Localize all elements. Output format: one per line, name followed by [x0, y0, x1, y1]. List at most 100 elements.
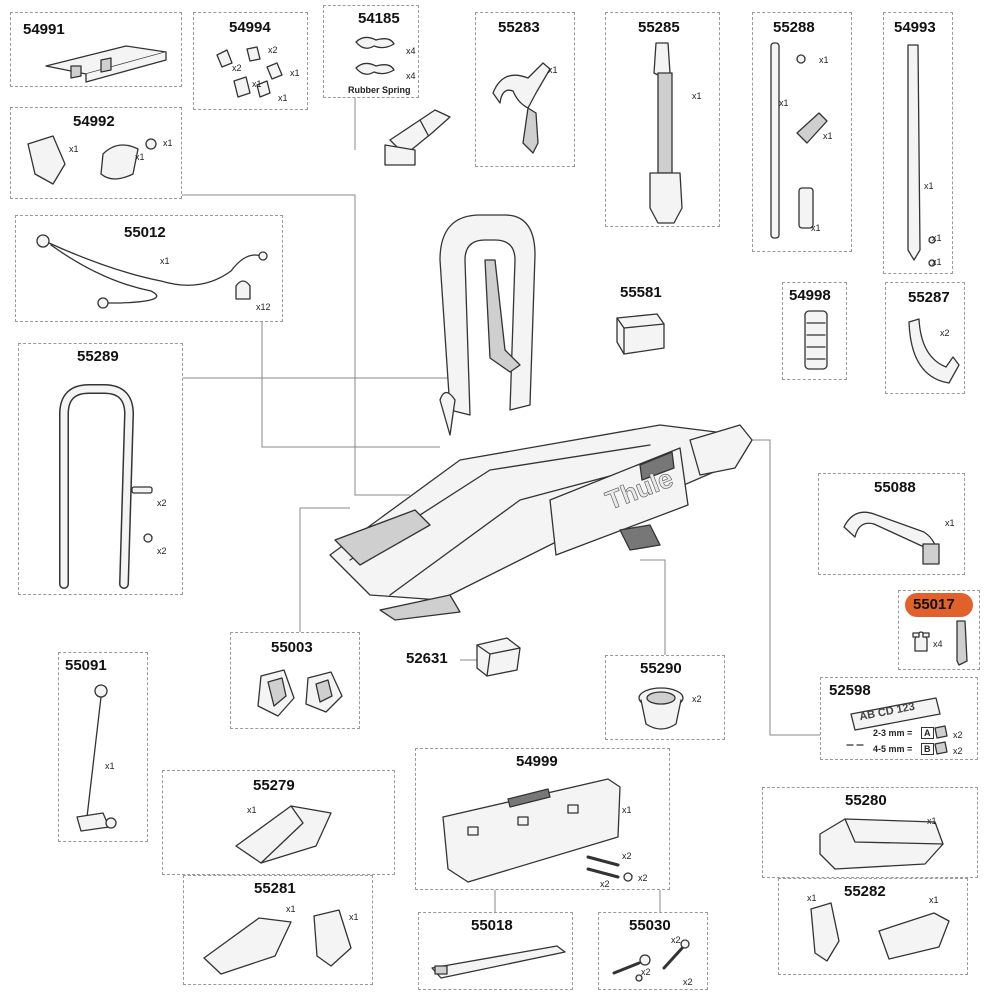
spacer-icon	[934, 725, 948, 755]
qty-label: x2	[953, 746, 963, 756]
screw-set-icon	[612, 939, 690, 982]
part-box-54185: 54185 x4 x4 Rubber Spring	[323, 5, 419, 98]
frame-bar-icon	[59, 384, 153, 589]
qty-label: x1	[807, 893, 817, 903]
part-box-55279: 55279 x1	[162, 770, 395, 875]
qty-label: x1	[932, 257, 942, 267]
part-box-52598: 52598 AB CD 123 2-3 mm = A 4-5 mm = B x2…	[820, 677, 978, 760]
part-box-55285: 55285 x1	[605, 12, 720, 227]
part-number: 54999	[516, 753, 558, 770]
part-number: 55285	[638, 19, 680, 36]
spacer-spec-a: 2-3 mm =	[873, 728, 913, 738]
part-number: 54185	[358, 10, 400, 27]
part-number: 55017	[913, 596, 955, 613]
qty-label: x2	[638, 873, 648, 883]
qty-label: x1	[163, 138, 173, 148]
qty-label: x1	[932, 233, 942, 243]
part-box-55288: 55288 x1 x1 x1 x1	[752, 12, 852, 252]
buckle-set-icon	[27, 135, 157, 185]
lamp-lens-icon	[203, 909, 352, 975]
lamp-housing-icon	[819, 818, 944, 870]
lamp-glass-icon	[810, 902, 950, 962]
qty-label: x1	[286, 904, 296, 914]
qty-label: x1	[622, 805, 632, 815]
qty-label: x1	[924, 181, 934, 191]
qty-label: x4	[933, 639, 943, 649]
bracket-clip-icon	[476, 637, 521, 677]
qty-label: x2	[157, 546, 167, 556]
qty-label: x1	[811, 223, 821, 233]
part-number: 55290	[640, 660, 682, 677]
bike-carrier-assembly-icon: Thule	[329, 214, 753, 621]
license-plate-icon	[850, 697, 941, 731]
part-number: 55003	[271, 639, 313, 656]
round-cap-icon	[638, 687, 684, 730]
qty-label: x1	[160, 256, 170, 266]
cap-set-icon	[257, 669, 343, 717]
part-box-55289: 55289 x2 x2	[18, 343, 183, 595]
qty-label: x2	[641, 967, 651, 977]
foot-pedal-icon	[384, 109, 451, 166]
part-number: 54991	[23, 21, 65, 38]
qty-label: x2	[940, 328, 950, 338]
qty-label: x4	[406, 46, 416, 56]
qty-label: x1	[135, 152, 145, 162]
part-box-55088: 55088 x1	[818, 473, 965, 575]
part-number-52631: 52631	[406, 650, 448, 667]
part-number: 54994	[229, 19, 271, 36]
part-number: 55283	[498, 19, 540, 36]
base-tray-icon	[45, 45, 167, 83]
part-box-55280: 55280 x1	[762, 787, 978, 878]
part-number: 52598	[829, 682, 871, 699]
part-number-55581: 55581	[620, 284, 662, 301]
part-box-55012: 55012 x1 x12	[15, 215, 283, 322]
part-box-54992: 54992 x1 x1 x1	[10, 107, 182, 199]
cable-icon	[36, 234, 268, 309]
frame-holder-icon	[492, 62, 551, 154]
clip-set-icon	[216, 46, 283, 98]
part-number: 55030	[629, 917, 671, 934]
qty-label: x2	[600, 879, 610, 889]
part-box-55017: 55017 x4	[898, 590, 980, 670]
qty-label: x4	[406, 71, 416, 81]
bolt-set-icon	[912, 620, 968, 666]
part-box-55290: 55290 x2	[605, 655, 725, 740]
part-number: 55088	[874, 479, 916, 496]
highlight-badge	[905, 593, 973, 617]
wheel-strap-icon	[907, 44, 936, 267]
frame-arm-icon	[649, 42, 683, 224]
qty-label: x1	[779, 98, 789, 108]
qty-label: x1	[945, 518, 955, 528]
qty-label: x2	[683, 977, 693, 987]
plate-holder-icon	[442, 778, 633, 883]
part-box-54998: 54998	[782, 282, 847, 380]
qty-label: x1	[252, 79, 262, 89]
qty-label: x1	[927, 816, 937, 826]
qty-label: x12	[256, 302, 271, 312]
qty-label: x2	[671, 935, 681, 945]
qty-label: x1	[105, 761, 115, 771]
part-box-55281: 55281 x1 x1	[183, 875, 373, 985]
rail-icon	[431, 945, 566, 979]
qty-label: x2	[692, 694, 702, 704]
qty-label: x2	[268, 45, 278, 55]
part-box-55030: 55030 x2 x2 x2	[598, 912, 708, 990]
part-number: 54993	[894, 19, 936, 36]
qty-label: x1	[823, 131, 833, 141]
qty-label: x1	[929, 895, 939, 905]
part-number: 55281	[254, 880, 296, 897]
qty-label: x2	[953, 730, 963, 740]
part-number: 55091	[65, 657, 107, 674]
part-number: 55289	[77, 348, 119, 365]
qty-label: x1	[290, 68, 300, 78]
qty-label: x1	[247, 805, 257, 815]
strap-pad-icon	[804, 310, 828, 370]
part-box-55282: 55282 x1 x1	[778, 878, 968, 975]
qty-label: x1	[349, 912, 359, 922]
spacer-spec-b: 4-5 mm =	[873, 744, 913, 754]
part-number: 55279	[253, 777, 295, 794]
lamp-cover-icon	[235, 805, 332, 864]
spacer-letter-a: A	[921, 727, 934, 739]
qty-label: x1	[819, 55, 829, 65]
